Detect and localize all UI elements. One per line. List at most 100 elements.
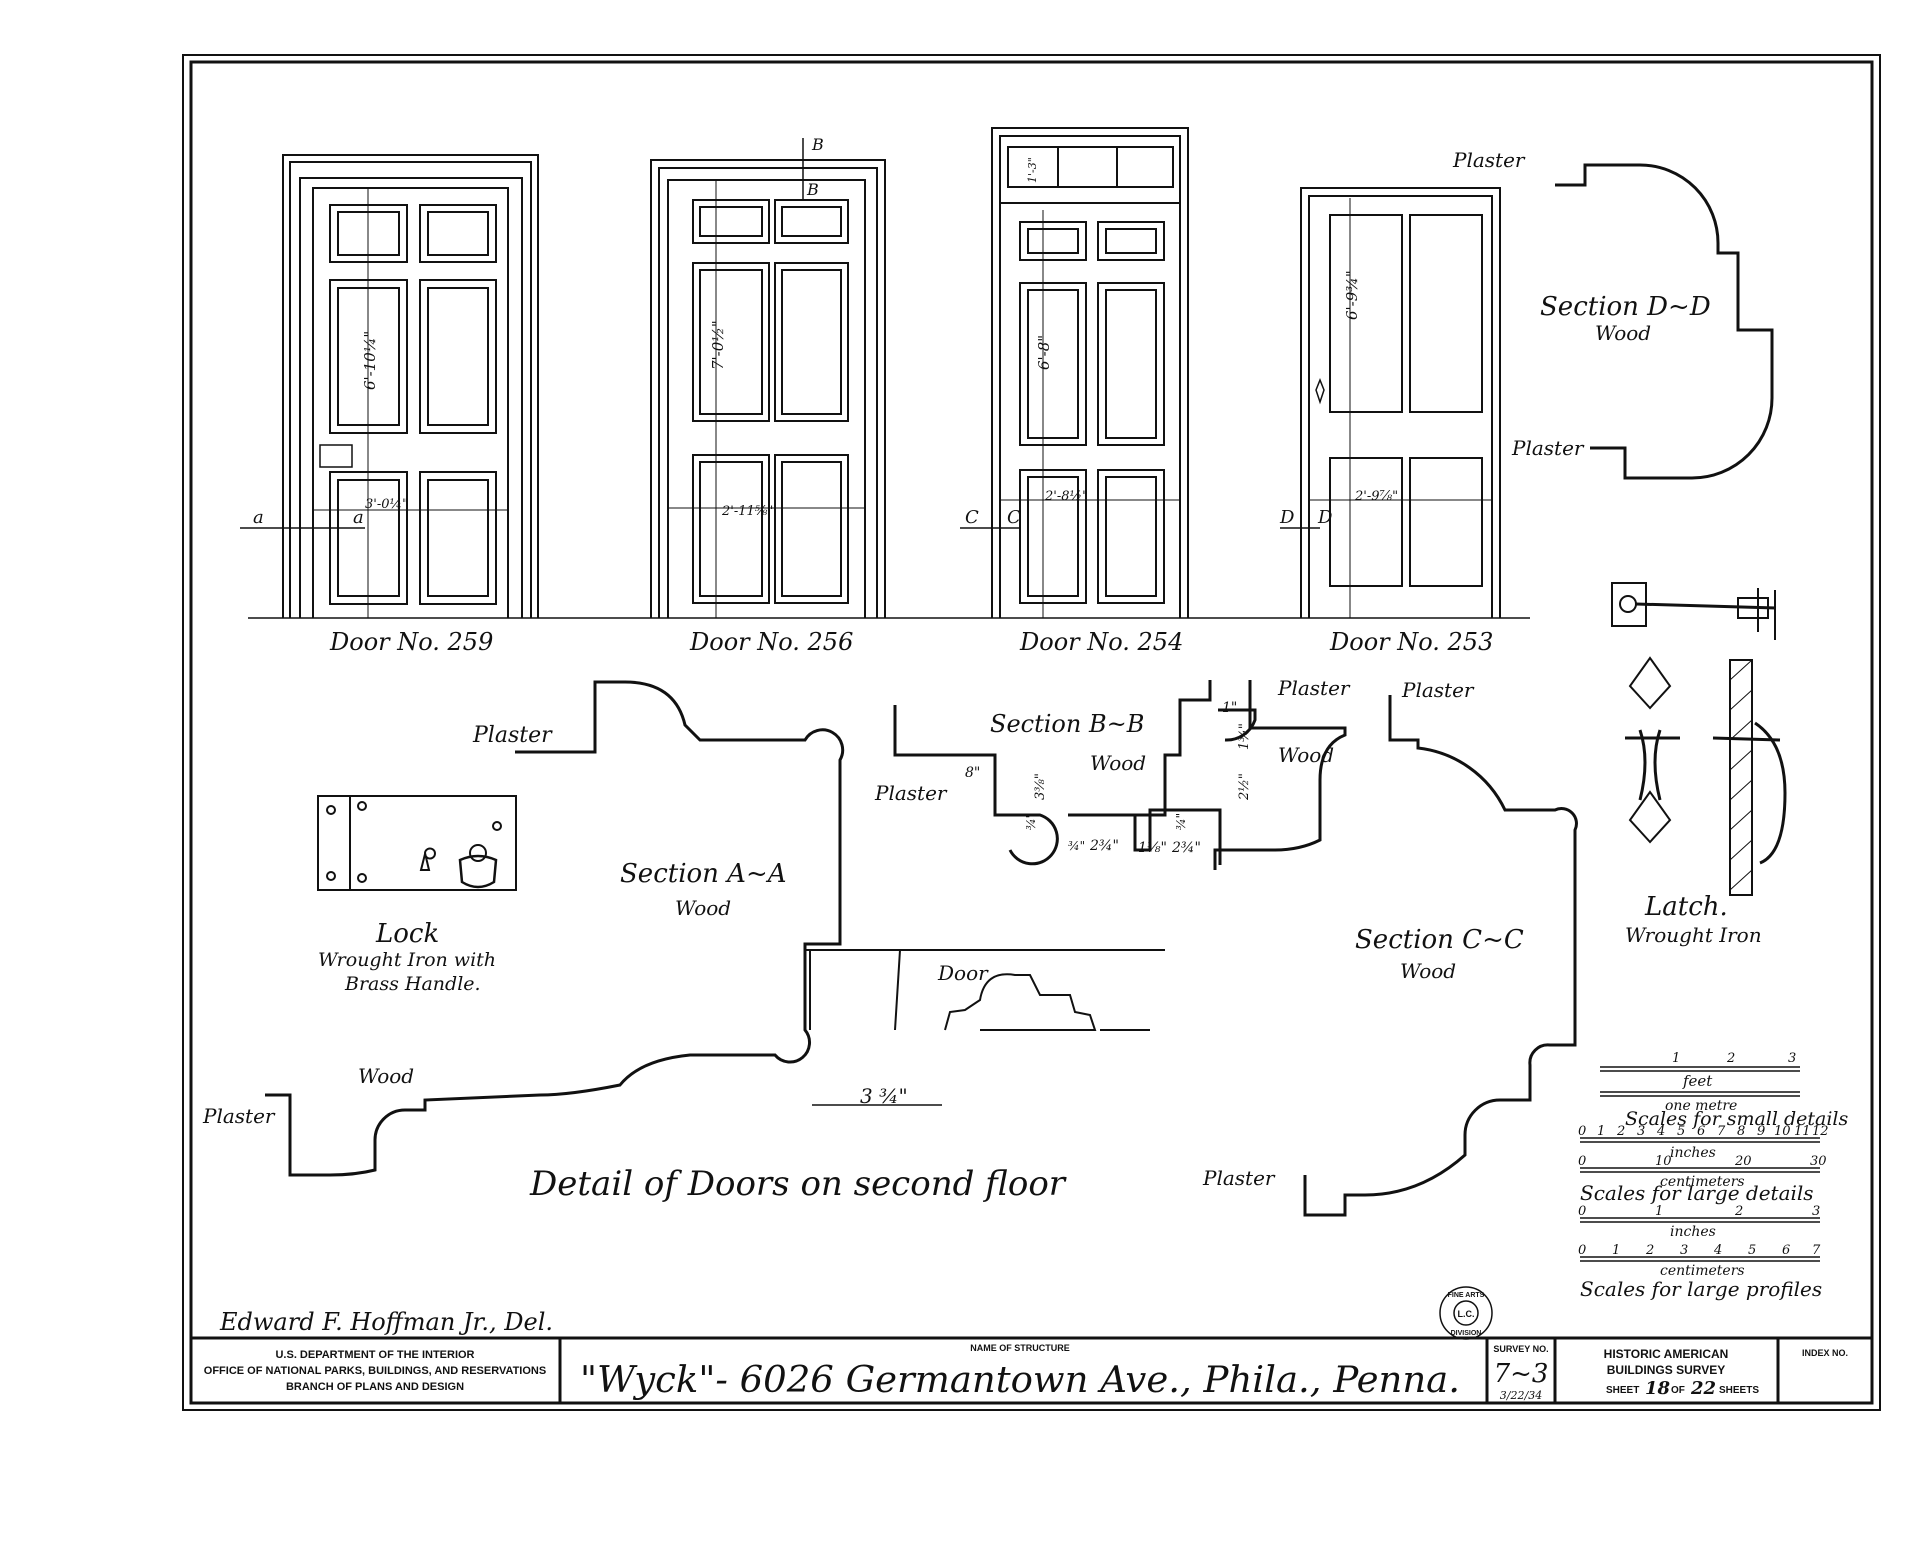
inch-tick-0: 0: [1578, 1124, 1586, 1139]
sheet-suffix: SHEETS: [1719, 1385, 1759, 1396]
survey-date: 3/22/34: [1500, 1389, 1542, 1402]
stamp-bottom: DIVISION: [1451, 1330, 1482, 1337]
bb-dim-10: ¾": [1174, 813, 1188, 830]
section-dd-profile: [1555, 163, 1774, 480]
sheet-of: OF: [1671, 1385, 1685, 1396]
section-aa-title: Section A~A: [620, 859, 787, 889]
scale-cm2-label: centimeters: [1660, 1263, 1745, 1279]
inner-border: [189, 60, 1874, 1405]
section-aa-profile: [265, 680, 845, 1177]
cm2-tick-2: 2: [1645, 1243, 1654, 1258]
door-253-label: Door No. 253: [1329, 628, 1493, 656]
habs-line1: HISTORIC AMERICAN: [1604, 1347, 1729, 1361]
scale-inches2-label: inches: [1670, 1224, 1716, 1240]
section-bb-wood-block: [1213, 680, 1347, 870]
sheet-caption: Detail of Doors on second floor: [529, 1164, 1067, 1204]
door-253-width: 2'-9⅞": [1354, 489, 1398, 504]
latch-title: Latch.: [1644, 892, 1728, 922]
index-no-label: INDEX NO.: [1802, 1348, 1848, 1358]
stamp-top: FINE ARTS: [1448, 1292, 1485, 1299]
sheet-total: 22: [1690, 1378, 1716, 1399]
scale-small-title: Scales for small details: [1625, 1108, 1848, 1130]
feet-tick-1: 1: [1672, 1051, 1680, 1066]
bb-dim-5: ¾": [1024, 813, 1038, 830]
name-of-structure-label: NAME OF STRUCTURE: [970, 1343, 1070, 1353]
dept-line2: OFFICE OF NATIONAL PARKS, BUILDINGS, AND…: [204, 1365, 546, 1377]
lock-title: Lock: [375, 919, 439, 949]
inch2-tick-3: 3: [1812, 1204, 1820, 1219]
scale-inches-label: inches: [1670, 1145, 1716, 1161]
section-cc-title: Section C~C: [1355, 925, 1524, 955]
door-254-transom: 1'-3": [1026, 157, 1039, 183]
inch-tick-12: 12: [1812, 1124, 1829, 1139]
door-259-label: Door No. 259: [329, 628, 493, 656]
inch-tick-10: 10: [1774, 1124, 1791, 1139]
bb-dim-2: 1": [1222, 700, 1237, 716]
section-cc-plaster-bottom: Plaster: [1202, 1166, 1276, 1190]
bb-dim-8: 2¾": [1171, 840, 1201, 856]
section-cc-profile: [1303, 695, 1578, 1217]
lock-illustration: [317, 795, 517, 891]
section-bb-wood-left: Wood: [1090, 751, 1146, 775]
section-cc-material: Wood: [1400, 959, 1456, 983]
lc-stamp: [1439, 1286, 1493, 1340]
section-aa-material: Wood: [675, 896, 731, 920]
bb-dim-1: 3⅜": [1033, 773, 1048, 800]
door-259-width: 3'-0¼": [365, 497, 408, 512]
door-254-label: Door No. 254: [1019, 628, 1183, 656]
outer-border: [182, 54, 1881, 1411]
section-aa-plaster-top: Plaster: [472, 723, 553, 748]
section-bb-plaster-right: Plaster: [1277, 676, 1351, 700]
cm-tick-20: 20: [1734, 1154, 1752, 1169]
section-dd-material: Wood: [1595, 321, 1651, 345]
section-aa-wood-note: Wood: [358, 1064, 414, 1088]
section-bb-profile: [893, 680, 1257, 866]
inch-tick-8: 8: [1737, 1124, 1745, 1139]
latch-illustration: [1611, 582, 1787, 896]
habs-line2: BUILDINGS SURVEY: [1607, 1363, 1725, 1377]
section-mark-c-right: C: [1007, 507, 1021, 528]
door-259-height: 6'-10¼": [361, 331, 379, 390]
scale-profiles-title: Scales for large profiles: [1580, 1277, 1822, 1301]
inch-tick-6: 6: [1697, 1124, 1705, 1139]
section-mark-b-low: B: [806, 180, 819, 199]
bb-dim-0: 8": [965, 765, 980, 781]
section-bb-wood-right: Wood: [1278, 743, 1334, 767]
cm2-tick-7: 7: [1812, 1243, 1821, 1258]
cm2-tick-3: 3: [1680, 1243, 1688, 1258]
dept-line1: U.S. DEPARTMENT OF THE INTERIOR: [275, 1349, 474, 1361]
bb-dim-9: ¾": [1068, 839, 1085, 853]
scale-cm-label: centimeters: [1660, 1174, 1745, 1190]
section-bb-title: Section B~B: [990, 710, 1144, 738]
feet-tick-3: 3: [1788, 1051, 1796, 1066]
bb-dim-4: 2½": [1237, 773, 1252, 801]
scale-feet-label: feet: [1682, 1072, 1713, 1090]
section-aa-dim: 3 ¾": [860, 1084, 908, 1108]
inch-tick-11: 11: [1794, 1124, 1811, 1139]
inch-tick-5: 5: [1677, 1124, 1685, 1139]
scale-metre-label: one metre: [1665, 1098, 1737, 1114]
bb-dim-7: 1⅛": [1138, 840, 1167, 856]
inch-tick-2: 2: [1616, 1124, 1625, 1139]
section-mark-b-top: B: [811, 135, 824, 154]
lock-line2: Brass Handle.: [344, 973, 481, 995]
door-256-label: Door No. 256: [689, 628, 853, 656]
section-aa-door: [805, 949, 1165, 1031]
inch-tick-7: 7: [1717, 1124, 1726, 1139]
cm-tick-0: 0: [1578, 1154, 1586, 1169]
door-253-elevation: [1280, 187, 1501, 618]
inch-tick-9: 9: [1757, 1124, 1765, 1139]
survey-number: 7~3: [1494, 1359, 1549, 1389]
inch2-tick-0: 0: [1578, 1204, 1586, 1219]
section-mark-a-left: a: [253, 507, 264, 528]
door-259-elevation: [240, 154, 539, 618]
cm-tick-10: 10: [1655, 1154, 1672, 1169]
latch-hatching: [1729, 659, 1753, 891]
lock-line1: Wrought Iron with: [318, 949, 496, 971]
door-256-width: 2'-11⅝": [721, 504, 773, 519]
sheet-number: 18: [1645, 1378, 1671, 1399]
section-dd-title: Section D~D: [1540, 292, 1711, 322]
delineator: Edward F. Hoffman Jr., Del.: [219, 1308, 553, 1336]
scale-bars: [1580, 1066, 1820, 1262]
section-dd-plaster-top: Plaster: [1452, 148, 1526, 172]
